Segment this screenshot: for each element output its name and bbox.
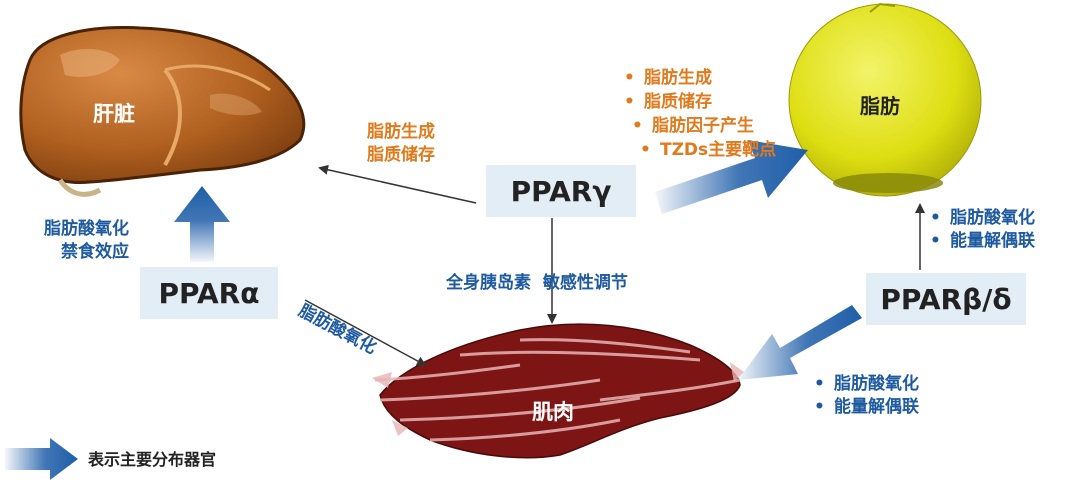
- big-arrow-beta-to-muscle: [738, 305, 862, 380]
- gamma-fat-effect-4: TZDs主要靶点: [638, 138, 776, 162]
- alpha-liver-effect-1: 脂肪酸氧化: [44, 219, 129, 239]
- muscle-illustration: [372, 323, 744, 459]
- alpha-liver-effects: 脂肪酸氧化 禁食效应: [44, 218, 129, 264]
- ppar-beta-delta-box: PPARβ/δ: [866, 273, 1026, 325]
- legend-arrow-icon: [5, 438, 78, 480]
- fat-label: 脂肪: [860, 94, 900, 118]
- beta-fat-effect-2: 能量解偶联: [928, 230, 1035, 253]
- ppar-alpha-box: PPARα: [140, 267, 278, 319]
- gamma-liver-effects: 脂肪生成 脂质储存: [367, 121, 435, 167]
- beta-muscle-effect-2: 能量解偶联: [812, 396, 919, 419]
- gamma-fat-effect-2: 脂质储存: [622, 90, 776, 114]
- ppar-gamma-box: PPARγ: [486, 165, 636, 217]
- gamma-liver-effect-2: 脂质储存: [367, 145, 435, 165]
- gamma-liver-effect-1: 脂肪生成: [367, 122, 435, 142]
- arrow-gamma-to-liver: [318, 164, 477, 204]
- big-arrow-alpha-to-liver: [174, 186, 230, 262]
- beta-fat-effects: 脂肪酸氧化 能量解偶联: [928, 207, 1035, 253]
- gamma-fat-effect-1: 脂肪生成: [622, 66, 776, 90]
- gamma-fat-effect-3: 脂肪因子产生: [630, 114, 776, 138]
- beta-muscle-effect-1: 脂肪酸氧化: [812, 373, 919, 396]
- liver-illustration: [19, 26, 306, 197]
- legend-label: 表示主要分布器官: [88, 450, 217, 469]
- liver-label: 肝脏: [93, 102, 135, 126]
- gamma-fat-effects: 脂肪生成 脂质储存 脂肪因子产生 TZDs主要靶点: [612, 66, 776, 162]
- beta-muscle-effects: 脂肪酸氧化 能量解偶联: [812, 373, 919, 419]
- beta-fat-effect-1: 脂肪酸氧化: [928, 207, 1035, 230]
- muscle-label: 肌肉: [532, 400, 574, 424]
- alpha-liver-effect-2: 禁食效应: [61, 242, 129, 262]
- fat-illustration: [788, 2, 982, 197]
- gamma-muscle-effect: 全身胰岛素 敏感性调节: [446, 273, 628, 293]
- arrow-alpha-to-muscle: [304, 299, 427, 366]
